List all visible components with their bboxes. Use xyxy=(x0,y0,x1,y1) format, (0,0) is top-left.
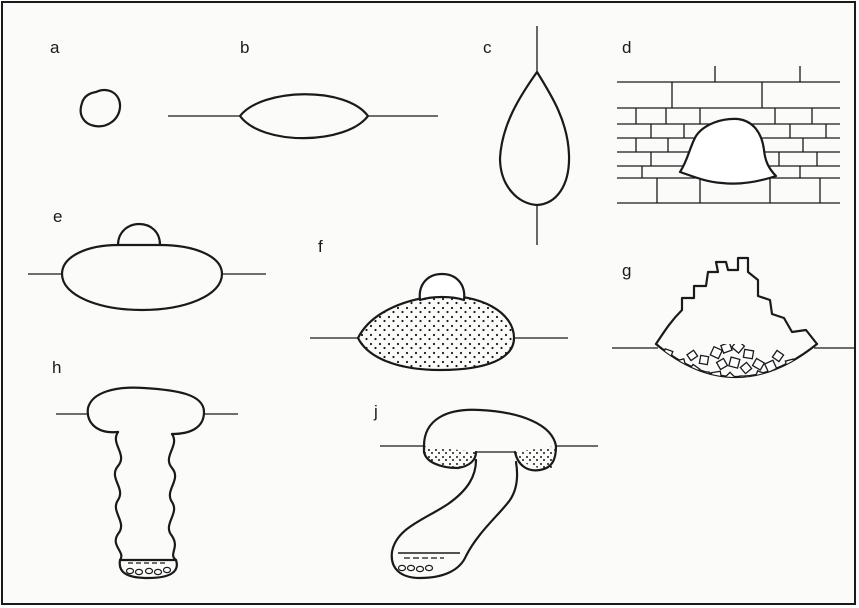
panel-label-e: e xyxy=(53,207,62,226)
sketch-b-lens-void xyxy=(168,94,438,138)
sketch-g-collapse-void xyxy=(612,258,856,384)
sketch-j-inclined-passage-void xyxy=(380,410,598,578)
panel-label-j: j xyxy=(373,402,378,421)
sketch-e-void-with-stoping xyxy=(28,224,266,310)
panel-label-f: f xyxy=(318,237,323,256)
sketch-a-isolated-void xyxy=(81,90,120,126)
sketch-c-joint-void xyxy=(500,26,569,245)
panel-label-g: g xyxy=(622,261,631,280)
sketch-d-brickwork-void xyxy=(617,66,840,203)
panel-label-d: d xyxy=(622,38,631,57)
panel-label-c: c xyxy=(483,38,492,57)
panel-label-h: h xyxy=(52,358,61,377)
panel-label-b: b xyxy=(240,38,249,57)
sketch-h-shaft-void xyxy=(56,388,238,578)
sketch-f-filled-void xyxy=(310,274,568,370)
panel-label-a: a xyxy=(50,38,60,57)
